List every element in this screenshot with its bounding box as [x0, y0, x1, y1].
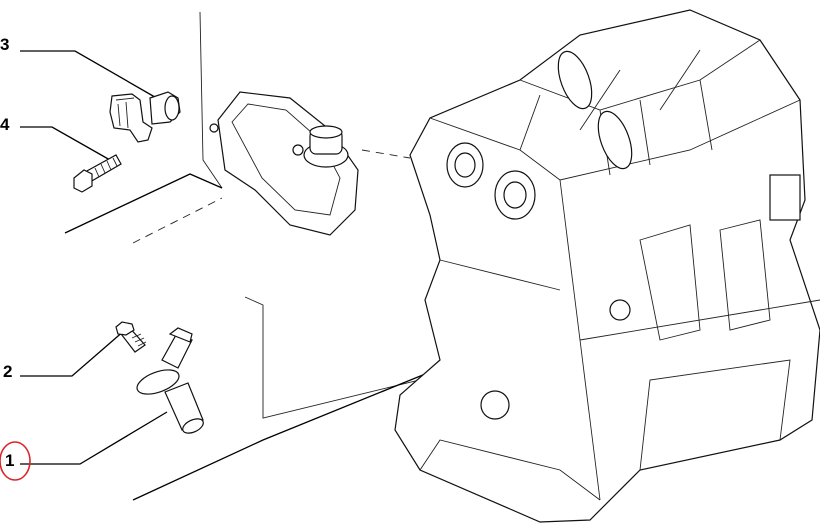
- dashed-assembly-line-cover: [361, 149, 411, 159]
- callout-1[interactable]: 1: [5, 451, 15, 470]
- callout-3[interactable]: 3: [0, 35, 10, 54]
- engine-block: [394, 9, 820, 523]
- dashed-assembly-line-upper: [132, 197, 223, 244]
- frame-line-lower: [244, 296, 441, 419]
- bolt-part-2[interactable]: [115, 321, 147, 353]
- bolt-part-4[interactable]: [73, 154, 122, 193]
- leader-line-1: [20, 411, 168, 465]
- leader-line-3: [20, 50, 161, 101]
- bracket-line-upper: [64, 173, 223, 234]
- frame-line-upper: [199, 11, 223, 189]
- bracket-line-lower: [132, 367, 441, 501]
- callout-2[interactable]: 2: [3, 362, 13, 381]
- leader-line-2: [20, 329, 126, 377]
- timing-cover[interactable]: [209, 91, 359, 236]
- camshaft-sensor-part-3[interactable]: [109, 91, 181, 143]
- callout-1-highlight-ring: [0, 441, 31, 481]
- leader-line-4: [20, 126, 111, 161]
- crankshaft-sensor-part-1[interactable]: [134, 327, 206, 436]
- callout-4[interactable]: 4: [0, 115, 10, 134]
